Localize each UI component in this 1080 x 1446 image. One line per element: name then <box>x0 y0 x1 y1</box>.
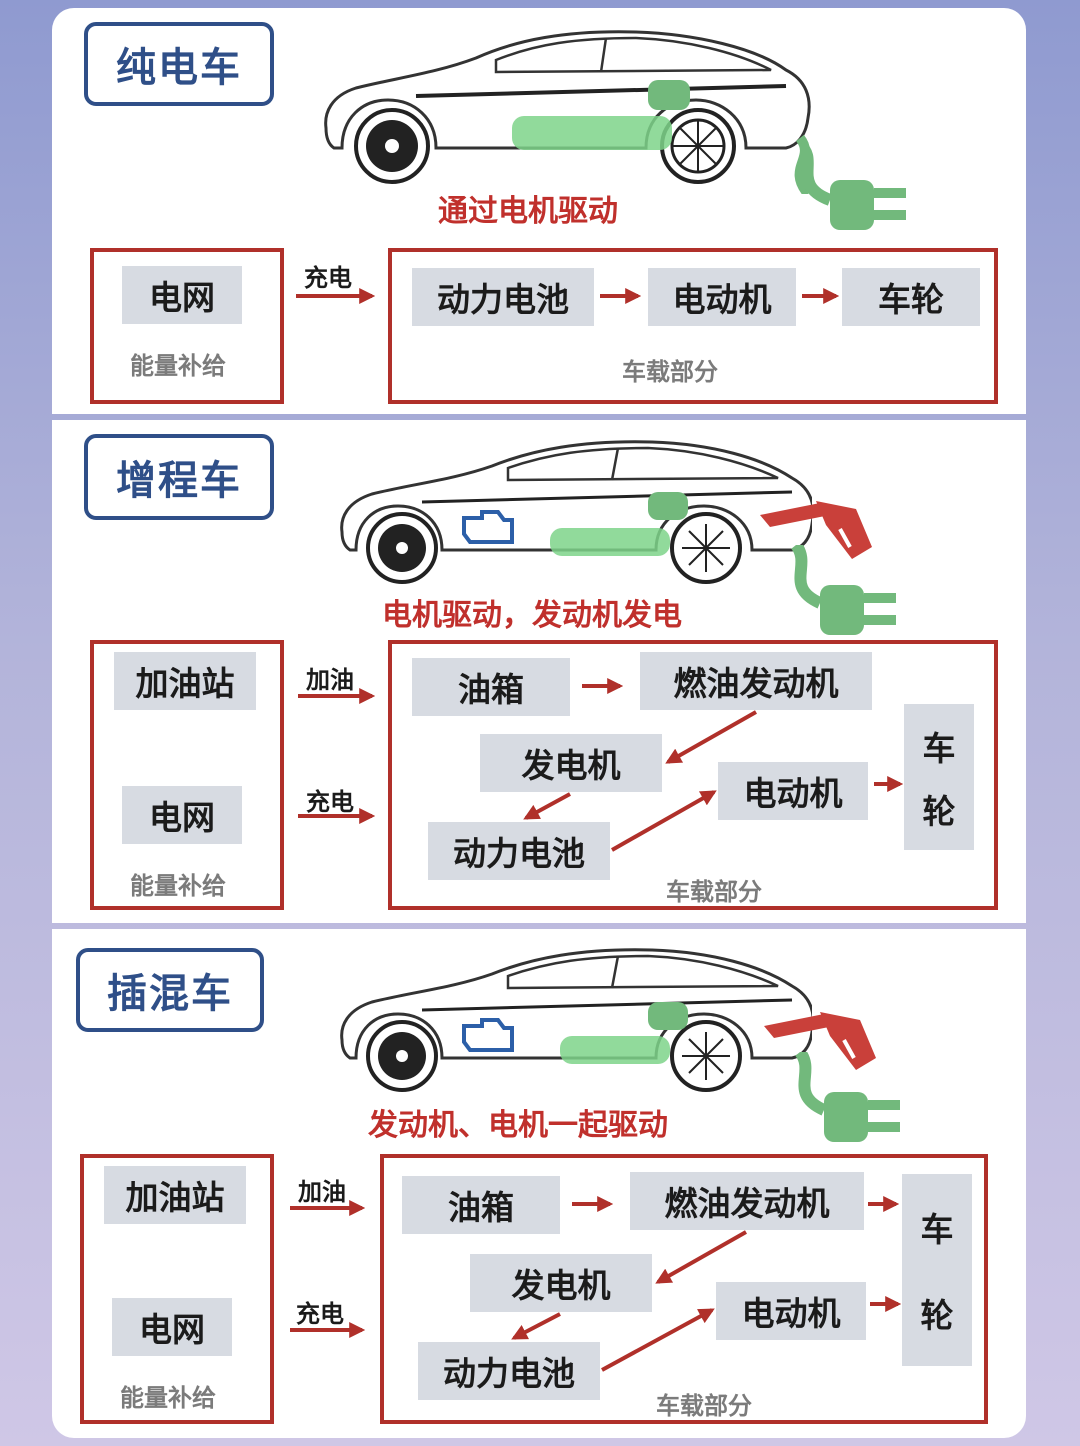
erev-generator-node: 发电机 <box>480 734 662 792</box>
bev-wheel-node: 车轮 <box>842 268 980 326</box>
charge-port-icon <box>648 492 688 520</box>
phev-engine-node: 燃油发动机 <box>630 1172 864 1230</box>
phev-battery-node: 动力电池 <box>418 1342 600 1400</box>
erev-grid-node: 电网 <box>122 786 242 844</box>
phev-title: 插混车 <box>76 948 264 1032</box>
phev-onboard-frame <box>380 1154 988 1424</box>
fuel-nozzle-icon <box>764 1012 876 1070</box>
bev-onboard-frame <box>388 248 998 404</box>
phev-onboard-label: 车载部分 <box>656 1392 752 1420</box>
erev-title: 增程车 <box>84 434 274 520</box>
bev-motor-node: 电动机 <box>648 268 796 326</box>
phev-wheel-char-2: 轮 <box>920 1296 954 1335</box>
erev-tank-node: 油箱 <box>412 658 570 716</box>
erev-source-note: 能量补给 <box>130 872 226 900</box>
erev-onboard-frame <box>388 640 998 910</box>
battery-icon <box>512 116 672 150</box>
erev-wheel-char-1: 车 <box>922 728 956 768</box>
plug-icon <box>794 1052 900 1142</box>
erev-source-frame <box>90 640 284 910</box>
charge-port-icon <box>648 80 690 110</box>
engine-icon <box>462 1018 514 1052</box>
car-icon <box>324 30 813 194</box>
charge-port-icon <box>648 1002 688 1030</box>
phev-caption: 发动机、电机一起驱动 <box>368 1108 668 1143</box>
bev-grid-node: 电网 <box>122 266 242 324</box>
plug-icon <box>800 140 906 230</box>
battery-icon <box>560 1036 670 1064</box>
bev-battery-node: 动力电池 <box>412 268 594 326</box>
erev-wheel-node: 车 轮 <box>904 704 974 850</box>
bev-caption: 通过电机驱动 <box>438 194 618 229</box>
erev-caption: 电机驱动，发动机发电 <box>382 598 682 633</box>
phev-source-frame <box>80 1154 274 1424</box>
bev-source-frame <box>90 248 284 404</box>
erev-wheel-char-2: 轮 <box>922 791 956 831</box>
bev-title: 纯电车 <box>84 22 274 106</box>
erev-charge-label: 充电 <box>306 788 354 816</box>
car-icon <box>340 948 812 1092</box>
phev-charge-label: 充电 <box>296 1300 344 1328</box>
bev-charge-label: 充电 <box>304 264 352 292</box>
bev-onboard-label: 车载部分 <box>622 358 718 386</box>
erev-engine-node: 燃油发动机 <box>640 652 872 710</box>
battery-icon <box>550 528 670 556</box>
phev-wheel-node: 车 轮 <box>902 1174 972 1366</box>
phev-tank-node: 油箱 <box>402 1176 560 1234</box>
erev-battery-node: 动力电池 <box>428 822 610 880</box>
car-icon <box>340 440 812 584</box>
phev-wheel-char-1: 车 <box>920 1210 954 1249</box>
engine-icon <box>462 510 514 544</box>
phev-refuel-label: 加油 <box>298 1178 346 1206</box>
phev-grid-node: 电网 <box>112 1298 232 1356</box>
erev-onboard-label: 车载部分 <box>666 878 762 906</box>
phev-source-note: 能量补给 <box>120 1384 216 1412</box>
erev-refuel-label: 加油 <box>306 666 354 694</box>
phev-generator-node: 发电机 <box>470 1254 652 1312</box>
erev-gas-station-node: 加油站 <box>114 652 256 710</box>
erev-motor-node: 电动机 <box>718 762 868 820</box>
fuel-nozzle-icon <box>760 501 872 559</box>
phev-motor-node: 电动机 <box>716 1282 866 1340</box>
bev-source-note: 能量补给 <box>130 352 226 380</box>
plug-icon <box>790 545 896 635</box>
phev-gas-station-node: 加油站 <box>104 1166 246 1224</box>
